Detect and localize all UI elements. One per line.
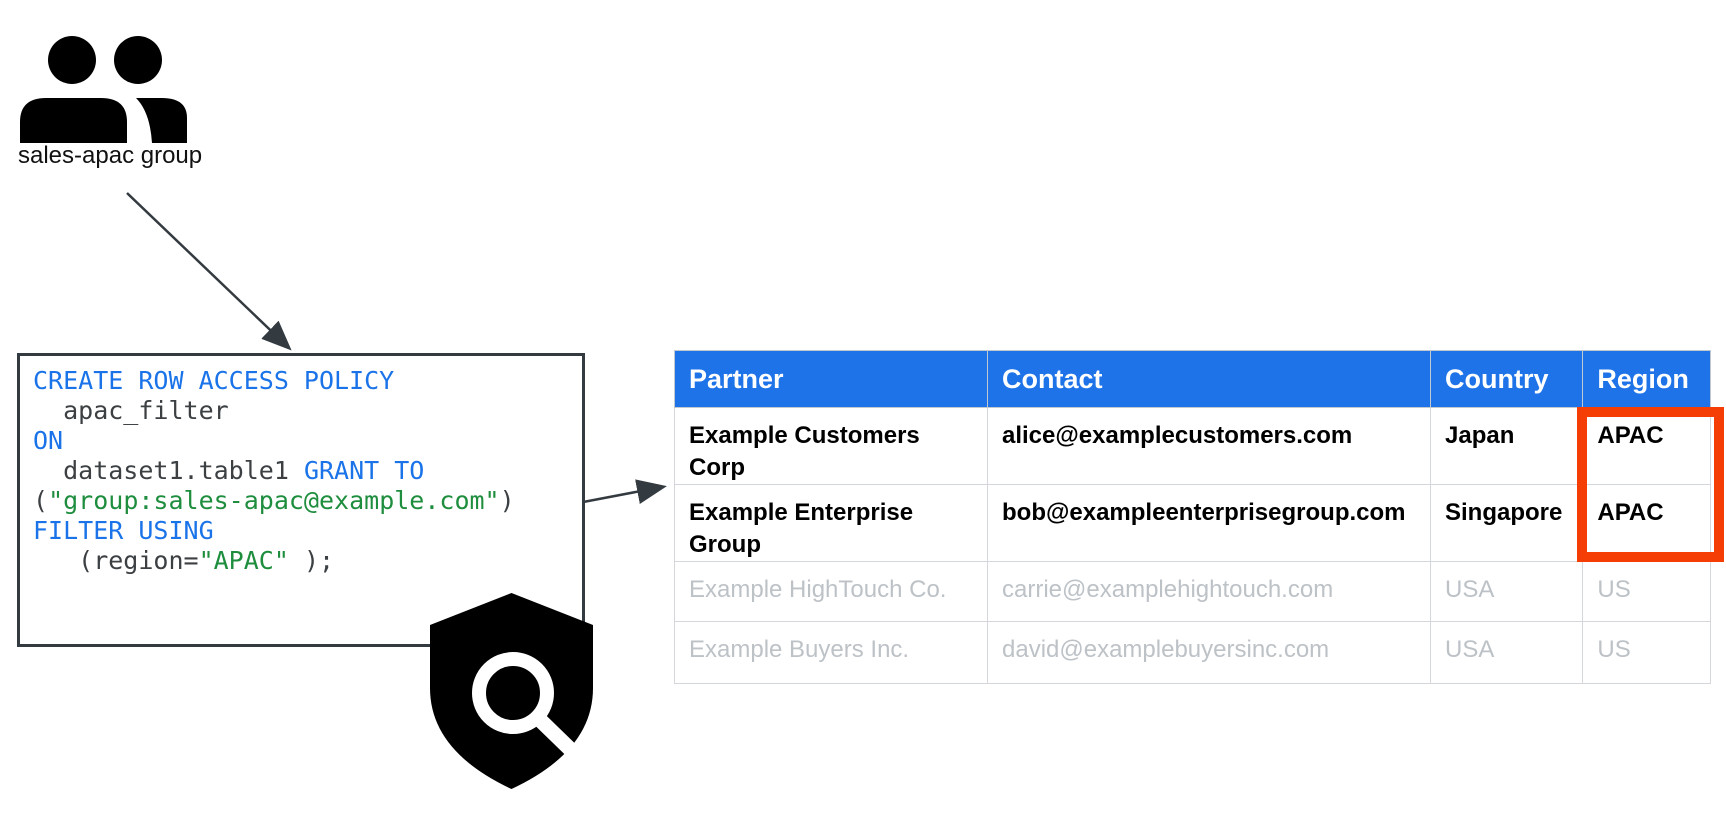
arrow-group-to-policy (126, 192, 292, 351)
country-cell: Singapore (1429, 484, 1584, 562)
table-header-cell: Contact (987, 350, 1431, 408)
table-row: Example Buyers Inc.david@examplebuyersin… (674, 621, 1712, 684)
table-header-cell: Partner (674, 350, 988, 408)
contact-cell: bob@exampleenterprisegroup.com (987, 484, 1431, 562)
contact-cell: alice@examplecustomers.com (987, 407, 1431, 485)
region-cell: US (1582, 561, 1712, 622)
contact-cell: carrie@examplehightouch.com (987, 561, 1431, 622)
partner-cell: Example HighTouch Co. (674, 561, 988, 622)
code-line: FILTER USING (33, 516, 214, 545)
partner-cell: Example Enterprise Group (674, 484, 988, 562)
group-label: sales-apac group (18, 142, 203, 169)
code-line: (region="APAC" ); (33, 546, 335, 575)
group-people-icon (10, 15, 210, 150)
code-line: dataset1.table1 GRANT TO (33, 456, 425, 485)
arrow-policy-to-table (577, 479, 667, 505)
region-cell: APAC (1582, 407, 1712, 485)
country-cell: USA (1429, 561, 1584, 622)
code-line: ("group:sales-apac@example.com") (33, 486, 515, 515)
country-cell: USA (1429, 621, 1584, 684)
code-line: apac_filter (33, 396, 229, 425)
table-header-cell: Region (1582, 350, 1712, 408)
table-row: Example HighTouch Co.carrie@examplehight… (674, 561, 1712, 622)
country-cell: Japan (1429, 407, 1584, 485)
partner-cell: Example Buyers Inc. (674, 621, 988, 684)
code-line: CREATE ROW ACCESS POLICY (33, 366, 395, 395)
region-cell: US (1582, 621, 1712, 684)
security-shield-magnifier-icon (430, 593, 593, 789)
code-line: ON (33, 426, 64, 455)
contact-cell: david@examplebuyersinc.com (987, 621, 1431, 684)
partner-cell: Example Customers Corp (674, 407, 988, 485)
table-header-cell: Country (1429, 350, 1584, 408)
region-cell: APAC (1582, 484, 1712, 562)
